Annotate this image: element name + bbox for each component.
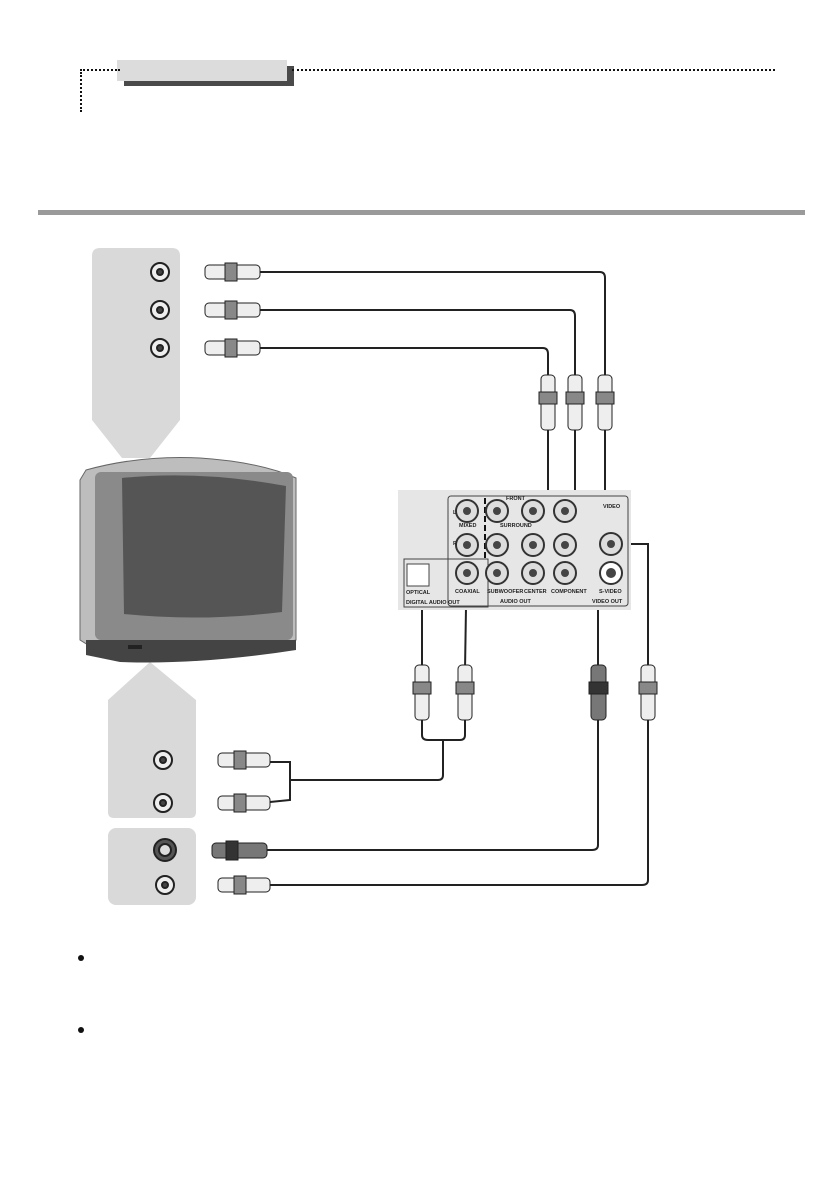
label-video-out: VIDEO OUT <box>592 599 623 605</box>
label-mixed: MIXED <box>459 523 476 529</box>
label-coaxial: COAXIAL <box>455 589 480 595</box>
dotted-divider-vertical <box>80 72 82 112</box>
label-l: L <box>453 510 457 516</box>
bullet <box>78 1027 84 1033</box>
dotted-divider <box>80 69 120 71</box>
section-header-box <box>117 60 287 81</box>
label-front: FRONT <box>506 496 526 502</box>
label-optical: OPTICAL <box>406 590 431 596</box>
player-back-panel: FRONT L R MIXED SURROUND OPTICAL COAXIAL… <box>398 490 631 610</box>
label-r: R <box>453 541 457 547</box>
rca-plugs <box>204 262 658 895</box>
label-subwoofer: SUBWOOFER <box>487 589 523 595</box>
label-surround: SURROUND <box>500 523 532 529</box>
tv-jacks <box>150 262 177 895</box>
section-rule <box>38 210 805 215</box>
tv-illustration <box>79 457 297 663</box>
label-s-video: S-VIDEO <box>599 589 622 595</box>
dotted-divider <box>292 69 775 71</box>
bullet <box>78 955 84 961</box>
label-component: COMPONENT <box>551 589 587 595</box>
tv-input-panel-audio <box>108 662 196 818</box>
tv-input-panel-video <box>108 828 196 905</box>
label-center: CENTER <box>524 589 547 595</box>
label-audio-out: AUDIO OUT <box>500 599 532 605</box>
label-video: VIDEO <box>603 504 621 510</box>
label-digital-audio-out: DIGITAL AUDIO OUT <box>406 600 460 606</box>
